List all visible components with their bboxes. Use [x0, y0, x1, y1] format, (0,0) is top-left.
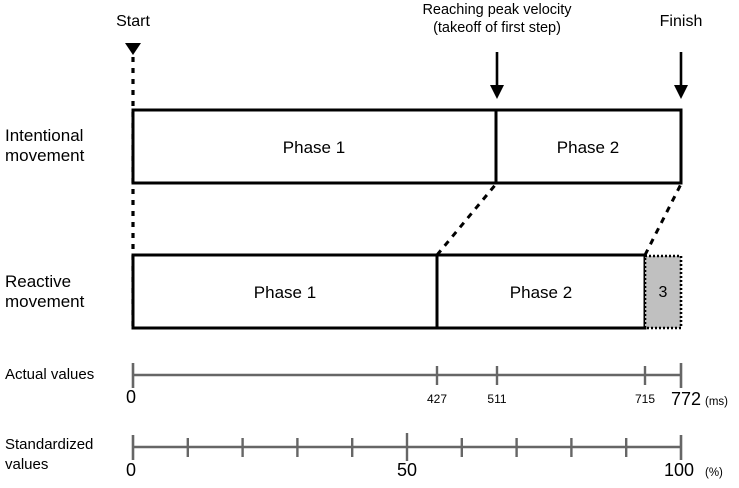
actual-axis-tick-label-511: 511 — [487, 392, 507, 406]
reactive-bar-outline — [131, 253, 647, 330]
annotation-start: Start — [116, 13, 150, 30]
connector-dashed-phase1 — [435, 183, 498, 256]
intentional-phase1-label: Phase 1 — [282, 138, 346, 157]
actual-axis-tick-label-427: 427 — [426, 392, 448, 406]
actual-axis-tick-label-715: 715 — [634, 392, 656, 406]
actual-axis-unit: (ms) — [705, 396, 728, 408]
standardized-axis-mid-value: 50 — [396, 460, 418, 480]
intentional-bar-outline — [131, 108, 683, 185]
standardized-axis-end-value: 100 — [663, 460, 695, 480]
actual-axis-start-value: 0 — [126, 387, 137, 407]
annotation-finish: Finish — [659, 13, 703, 30]
reactive-phase3-block — [643, 254, 683, 330]
standardized-axis-start-value: 0 — [126, 460, 137, 480]
actual-axis-end-value: 772 — [670, 389, 702, 409]
axis-label-actual: Actual values — [5, 366, 95, 383]
standardized-axis-unit: (%) — [705, 467, 723, 479]
annotation-peak-velocity-line1: Reaching peak velocity — [422, 2, 572, 18]
start-triangle-marker — [125, 43, 141, 55]
row-label-intentional-line2: movement — [5, 146, 85, 165]
connector-dashed-phase2 — [643, 183, 683, 256]
axis-label-standardized-line2: values — [5, 456, 49, 473]
row-label-intentional-line1: Intentional — [5, 126, 84, 145]
peak-velocity-arrow-head — [490, 85, 504, 99]
row-label-reactive-line1: Reactive — [5, 272, 72, 291]
row-label-reactive-line2: movement — [5, 292, 85, 311]
reactive-phase1-label: Phase 1 — [253, 283, 317, 302]
intentional-phase2-label: Phase 2 — [556, 138, 620, 157]
axis-label-standardized-line1: Standardized — [5, 436, 94, 453]
annotation-peak-velocity-line2: (takeoff of first step) — [433, 20, 561, 36]
reactive-phase3-label: 3 — [658, 284, 668, 301]
finish-arrow-head — [674, 85, 688, 99]
reactive-phase2-label: Phase 2 — [509, 283, 573, 302]
